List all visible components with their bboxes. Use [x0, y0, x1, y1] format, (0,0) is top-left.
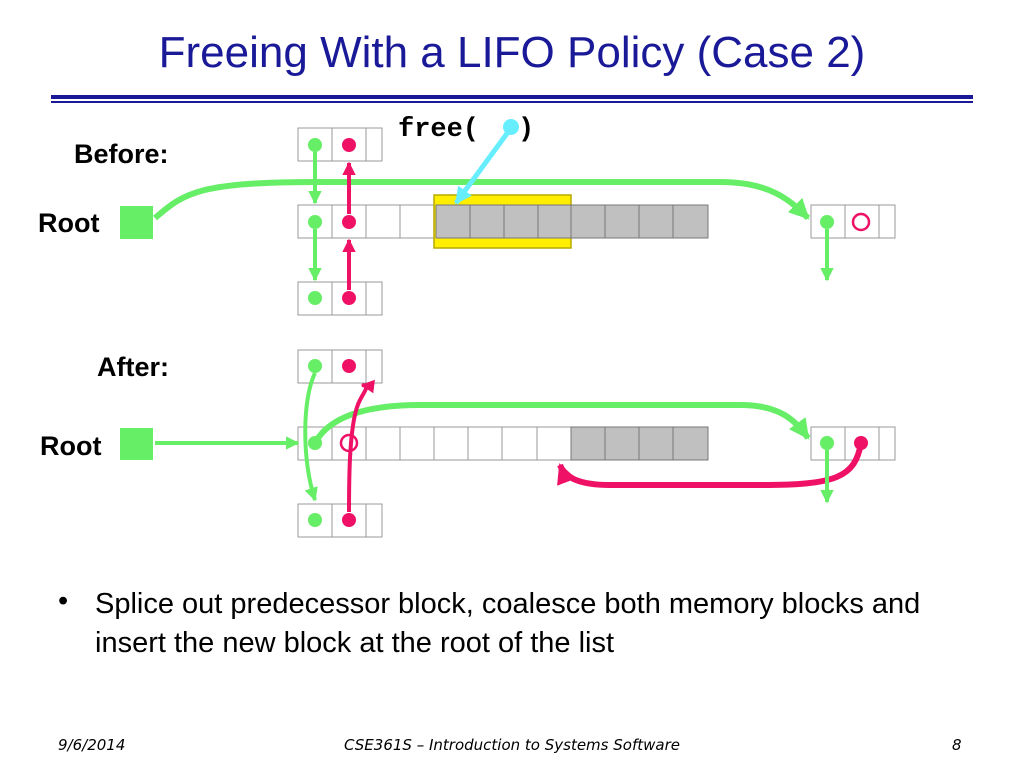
prev-pointer-dot: [342, 291, 356, 305]
prev-pointer-dot: [342, 138, 356, 152]
after-right-block: [810, 426, 896, 461]
next-pointer-dot: [308, 513, 322, 527]
after-top-block: [297, 349, 383, 384]
prev-arrow: [347, 379, 375, 513]
prev-pointer-dot: [342, 513, 356, 527]
next-pointer-dot: [308, 138, 322, 152]
after-root-label: Root: [40, 431, 101, 461]
before-root-box: [120, 206, 153, 239]
footer-course: CSE361S – Introduction to Systems Softwa…: [344, 736, 680, 754]
next-pointer-dot: [820, 436, 834, 450]
bullet-marker: •: [58, 585, 69, 617]
next-arrow: [303, 372, 318, 502]
lifo-free-diagram: Before: Root free( ): [38, 115, 896, 538]
next-pointer-dot: [308, 359, 322, 373]
next-pointer-dot: [308, 291, 322, 305]
right-to-new-block-prev-arrow: [557, 442, 864, 488]
null-prev-pointer: [851, 212, 871, 232]
bullet-text: Splice out predecessor block, coalesce b…: [95, 588, 921, 659]
next-pointer-dot: [820, 215, 834, 229]
before-main-row: [297, 194, 709, 249]
before-right-block: [810, 204, 896, 239]
slide-title: Freeing With a LIFO Policy (Case 2): [158, 28, 866, 77]
before-label: Before:: [74, 139, 169, 169]
next-pointer-dot: [308, 215, 322, 229]
free-pointer-dot: [503, 119, 519, 135]
after-root-box: [120, 428, 153, 460]
root-to-right-arrow: [153, 179, 811, 221]
after-main-row: [297, 426, 709, 461]
free-call-text: free(: [398, 115, 479, 145]
free-call-close: ): [518, 115, 534, 145]
prev-pointer-dot: [342, 215, 356, 229]
free-pointer-arrow: [453, 126, 514, 205]
title-rule-thick: [51, 95, 973, 99]
title-rule-thin: [51, 101, 973, 103]
after-label: After:: [97, 352, 169, 382]
after-bottom-block: [297, 503, 383, 538]
before-top-block: [297, 127, 383, 162]
after-section: After: Root: [40, 349, 896, 538]
before-section: Before: Root free( ): [38, 115, 896, 316]
before-bottom-block: [297, 281, 383, 316]
prev-pointer-dot: [342, 359, 356, 373]
footer-date: 9/6/2014: [58, 736, 126, 754]
new-block-to-right-arrow: [312, 402, 811, 445]
footer-page-number: 8: [952, 736, 962, 754]
before-root-label: Root: [38, 208, 99, 238]
